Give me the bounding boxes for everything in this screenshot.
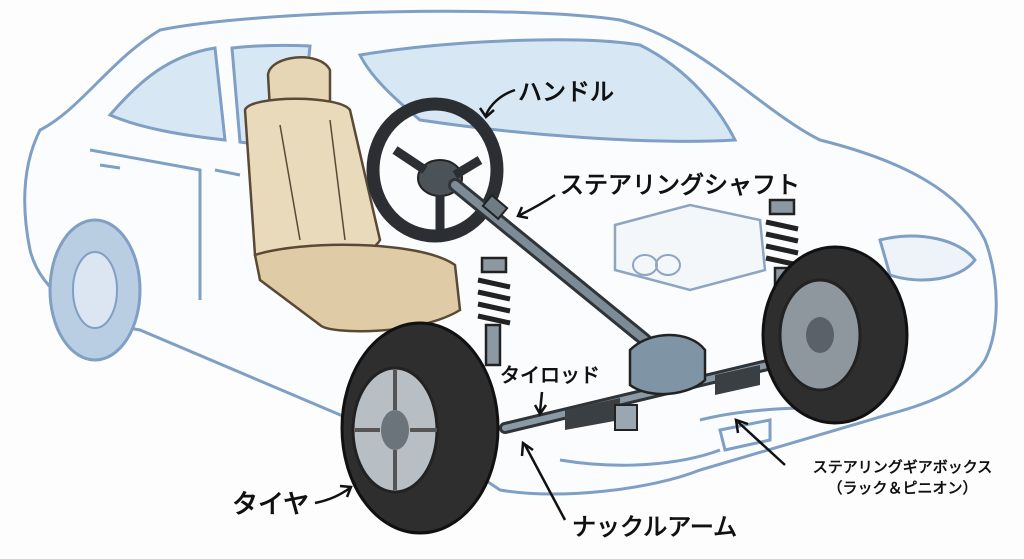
front-left-tire	[340, 321, 500, 535]
left-strut	[477, 256, 511, 367]
label-gearbox: ステアリングギアボックス （ラック＆ピニオン）	[790, 460, 1015, 496]
label-tie-rod: タイロッド	[500, 363, 600, 387]
label-handle: ハンドル	[518, 78, 614, 106]
seat	[243, 56, 462, 333]
rear-wheel	[48, 218, 142, 362]
engine-cover	[613, 203, 767, 292]
label-knuckle-arm: ナックルアーム	[572, 513, 738, 541]
steering-wheel	[366, 97, 504, 243]
label-gearbox-line1: ステアリングギアボックス	[812, 458, 993, 476]
steering-shaft	[448, 178, 652, 347]
label-arrows	[314, 88, 786, 521]
label-gearbox-line2: （ラック＆ピニオン）	[827, 479, 978, 497]
front-right-tire	[761, 245, 909, 425]
label-tire: タイヤ	[232, 490, 310, 520]
label-steering-shaft: ステアリングシャフト	[560, 171, 800, 199]
